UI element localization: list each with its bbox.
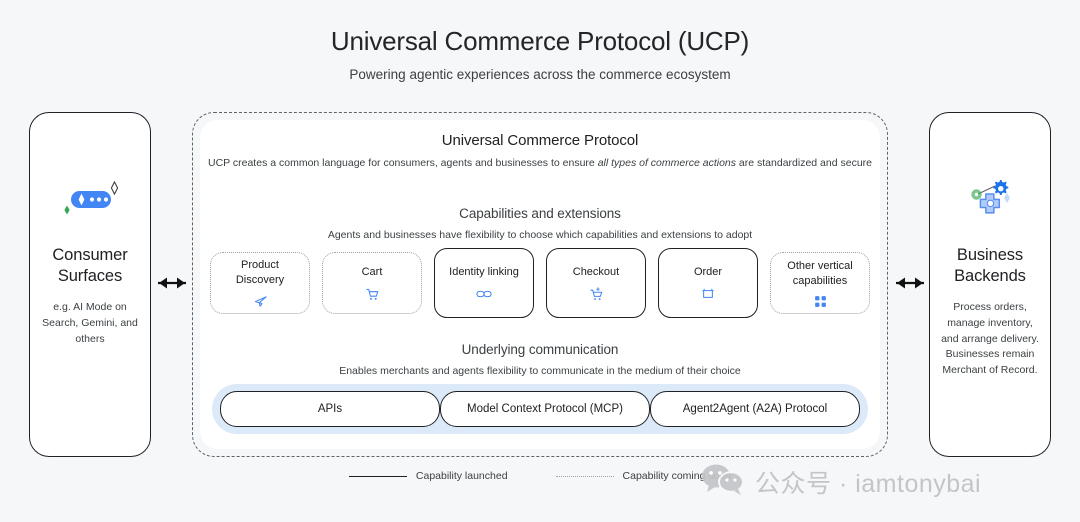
capability-card-label: Checkout xyxy=(572,265,620,278)
underlying-heading: Underlying communication xyxy=(461,342,619,357)
ucp-intro-section: Universal Commerce Protocol UCP creates … xyxy=(200,132,880,171)
watermark-text: 公众号 · iamtonybai xyxy=(755,469,982,498)
capability-card-order[interactable]: Order xyxy=(658,248,758,318)
gears-settings-icon xyxy=(959,171,1021,229)
protocol-band: APIs Model Context Protocol (MCP) Agent2… xyxy=(212,384,868,434)
page-title: Universal Commerce Protocol (UCP) xyxy=(330,26,750,56)
capabilities-section-header: Capabilities and extensions Agents and b… xyxy=(200,206,880,243)
ucp-heading: Universal Commerce Protocol xyxy=(441,132,639,149)
protocol-pill-a2a[interactable]: Agent2Agent (A2A) Protocol xyxy=(650,391,860,427)
ucp-inner-panel: Universal Commerce Protocol UCP creates … xyxy=(200,120,880,449)
capability-card-label: Other vertical capabilities xyxy=(787,260,853,287)
page-subtitle: Powering agentic experiences across the … xyxy=(349,67,731,83)
underlying-description: Enables merchants and agents flexibility… xyxy=(339,365,741,377)
ucp-description: UCP creates a common language for consum… xyxy=(200,156,880,171)
link-chain-icon xyxy=(476,286,492,302)
business-backends-title: Business Backends xyxy=(954,246,1026,286)
double-headed-arrow-icon-left xyxy=(152,270,192,296)
double-headed-arrow-icon-right xyxy=(890,270,930,296)
protocol-pill-apis[interactable]: APIs xyxy=(220,391,440,427)
capability-card-identity-linking[interactable]: Identity linking xyxy=(434,248,534,318)
grid-apps-icon xyxy=(814,295,827,308)
ucp-desc-part1: UCP creates a common language for consum… xyxy=(207,157,598,169)
capability-card-label: Cart xyxy=(361,265,383,278)
capability-card-checkout[interactable]: Checkout xyxy=(546,248,646,318)
capability-card-label: Product Discovery xyxy=(235,259,285,286)
solid-line-swatch xyxy=(348,475,407,477)
dotted-line-swatch xyxy=(555,475,614,477)
ucp-desc-emphasis: all types of commerce actions xyxy=(597,157,736,169)
ai-sparkle-pill-icon xyxy=(59,171,121,229)
capability-card-cart[interactable]: Cart xyxy=(322,252,422,314)
legend-launched-label: Capability launched xyxy=(415,470,508,482)
consumer-surfaces-panel: Consumer Surfaces e.g. AI Mode on Search… xyxy=(29,112,151,457)
consumer-surfaces-description: e.g. AI Mode on Search, Gemini, and othe… xyxy=(42,301,138,345)
capability-card-other-vertical[interactable]: Other vertical capabilities xyxy=(770,252,870,314)
paper-plane-icon xyxy=(253,294,268,309)
capability-card-label: Identity linking xyxy=(449,265,519,278)
page-header: Universal Commerce Protocol (UCP) Poweri… xyxy=(0,26,1080,82)
legend-item-launched: Capability launched xyxy=(348,470,508,482)
capability-card-label: Order xyxy=(693,265,723,278)
consumer-surfaces-title: Consumer Surfaces xyxy=(52,246,128,286)
wechat-bubble-icon xyxy=(700,462,746,501)
checkout-cart-icon xyxy=(589,286,604,302)
capabilities-heading: Capabilities and extensions xyxy=(459,206,621,221)
shopping-cart-icon xyxy=(365,286,380,302)
capabilities-description: Agents and businesses have flexibility t… xyxy=(327,229,753,241)
ucp-outer-boundary xyxy=(192,112,888,457)
underlying-section-header: Underlying communication Enables merchan… xyxy=(200,342,880,379)
capability-card-product-discovery[interactable]: Product Discovery xyxy=(210,252,310,314)
watermark: 公众号 · iamtonybai xyxy=(700,462,981,501)
business-backends-panel: Business Backends Process orders, manage… xyxy=(929,112,1051,457)
ucp-desc-part2: are standardized and secure xyxy=(736,157,873,169)
protocol-pill-mcp[interactable]: Model Context Protocol (MCP) xyxy=(440,391,650,427)
order-box-icon xyxy=(701,286,715,302)
business-backends-description: Process orders, manage inventory, and ar… xyxy=(941,301,1039,377)
capability-card-list: Product Discovery Cart Identity linking … xyxy=(210,248,870,318)
